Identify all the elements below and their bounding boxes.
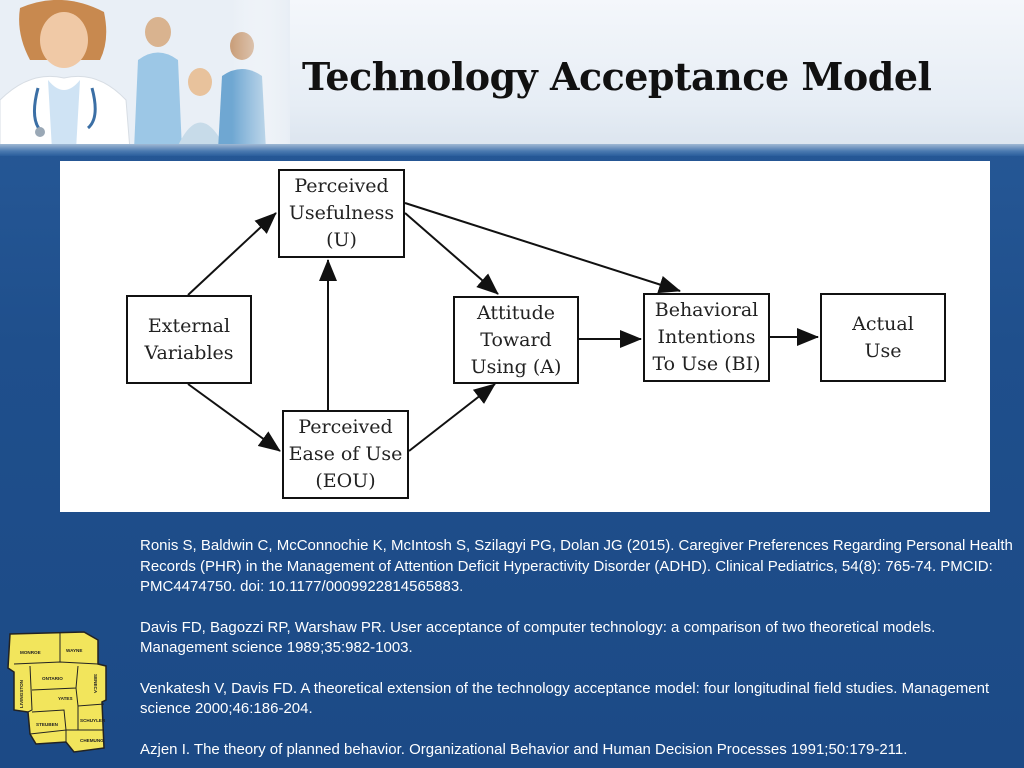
- arrow-usefulness-to-bi: [404, 202, 681, 294]
- arrow-external-to-eou: [187, 383, 281, 452]
- county-label-livingston: LIVINGSTON: [19, 679, 24, 708]
- node-perceived-ease-of-use: Perceived Ease of Use (EOU): [282, 410, 409, 499]
- county-label-monroe: MONROE: [20, 650, 41, 655]
- arrow-eou-to-attitude: [408, 383, 496, 452]
- node-actual-use: Actual Use: [820, 293, 946, 382]
- county-label-steuben: STEUBEN: [36, 722, 59, 727]
- healthcare-staff-photo: [0, 0, 290, 150]
- slide-header: Technology Acceptance Model: [0, 0, 1024, 150]
- node-actual-use-label: Actual Use: [852, 312, 914, 362]
- tam-diagram: External Variables Perceived Usefulness …: [60, 161, 990, 512]
- node-behavioral-intentions-label: Behavioral Intentions To Use (BI): [652, 299, 761, 375]
- node-attitude-toward-using-label: Attitude Toward Using (A): [470, 301, 562, 378]
- county-label-chemung: CHEMUNG: [80, 738, 104, 743]
- node-external-variables-label: External Variables: [144, 314, 234, 364]
- county-label-ontario: ONTARIO: [42, 676, 63, 681]
- arrow-usefulness-to-attitude: [404, 212, 499, 295]
- county-label-yates: YATES: [58, 696, 73, 701]
- arrow-external-to-usefulness: [187, 212, 277, 296]
- node-attitude-toward-using: Attitude Toward Using (A): [453, 296, 579, 384]
- references-list: Ronis S, Baldwin C, McConnochie K, McInt…: [140, 536, 1020, 760]
- node-perceived-usefulness: Perceived Usefulness (U): [278, 169, 405, 258]
- reference-venkatesh: Venkatesh V, Davis FD. A theoretical ext…: [140, 679, 990, 718]
- county-label-schuyler: SCHUYLER: [80, 718, 106, 723]
- node-external-variables: External Variables: [126, 295, 252, 384]
- county-label-wayne: WAYNE: [66, 648, 82, 653]
- node-perceived-ease-of-use-label: Perceived Ease of Use (EOU): [288, 416, 403, 492]
- node-perceived-usefulness-label: Perceived Usefulness (U): [288, 175, 395, 251]
- slide-title: Technology Acceptance Model: [302, 54, 932, 99]
- county-map-logo: MONROE WAYNE ONTARIO LIVINGSTON SENECA Y…: [7, 631, 107, 753]
- header-divider: [0, 144, 1024, 156]
- diagram-arrows: [187, 202, 819, 452]
- node-behavioral-intentions: Behavioral Intentions To Use (BI): [643, 293, 770, 382]
- reference-ronis: Ronis S, Baldwin C, McConnochie K, McInt…: [140, 537, 1013, 595]
- county-label-seneca: SENECA: [93, 674, 98, 694]
- reference-azjen: Azjen I. The theory of planned behavior.…: [140, 740, 908, 758]
- reference-davis: Davis FD, Bagozzi RP, Warshaw PR. User a…: [140, 618, 936, 657]
